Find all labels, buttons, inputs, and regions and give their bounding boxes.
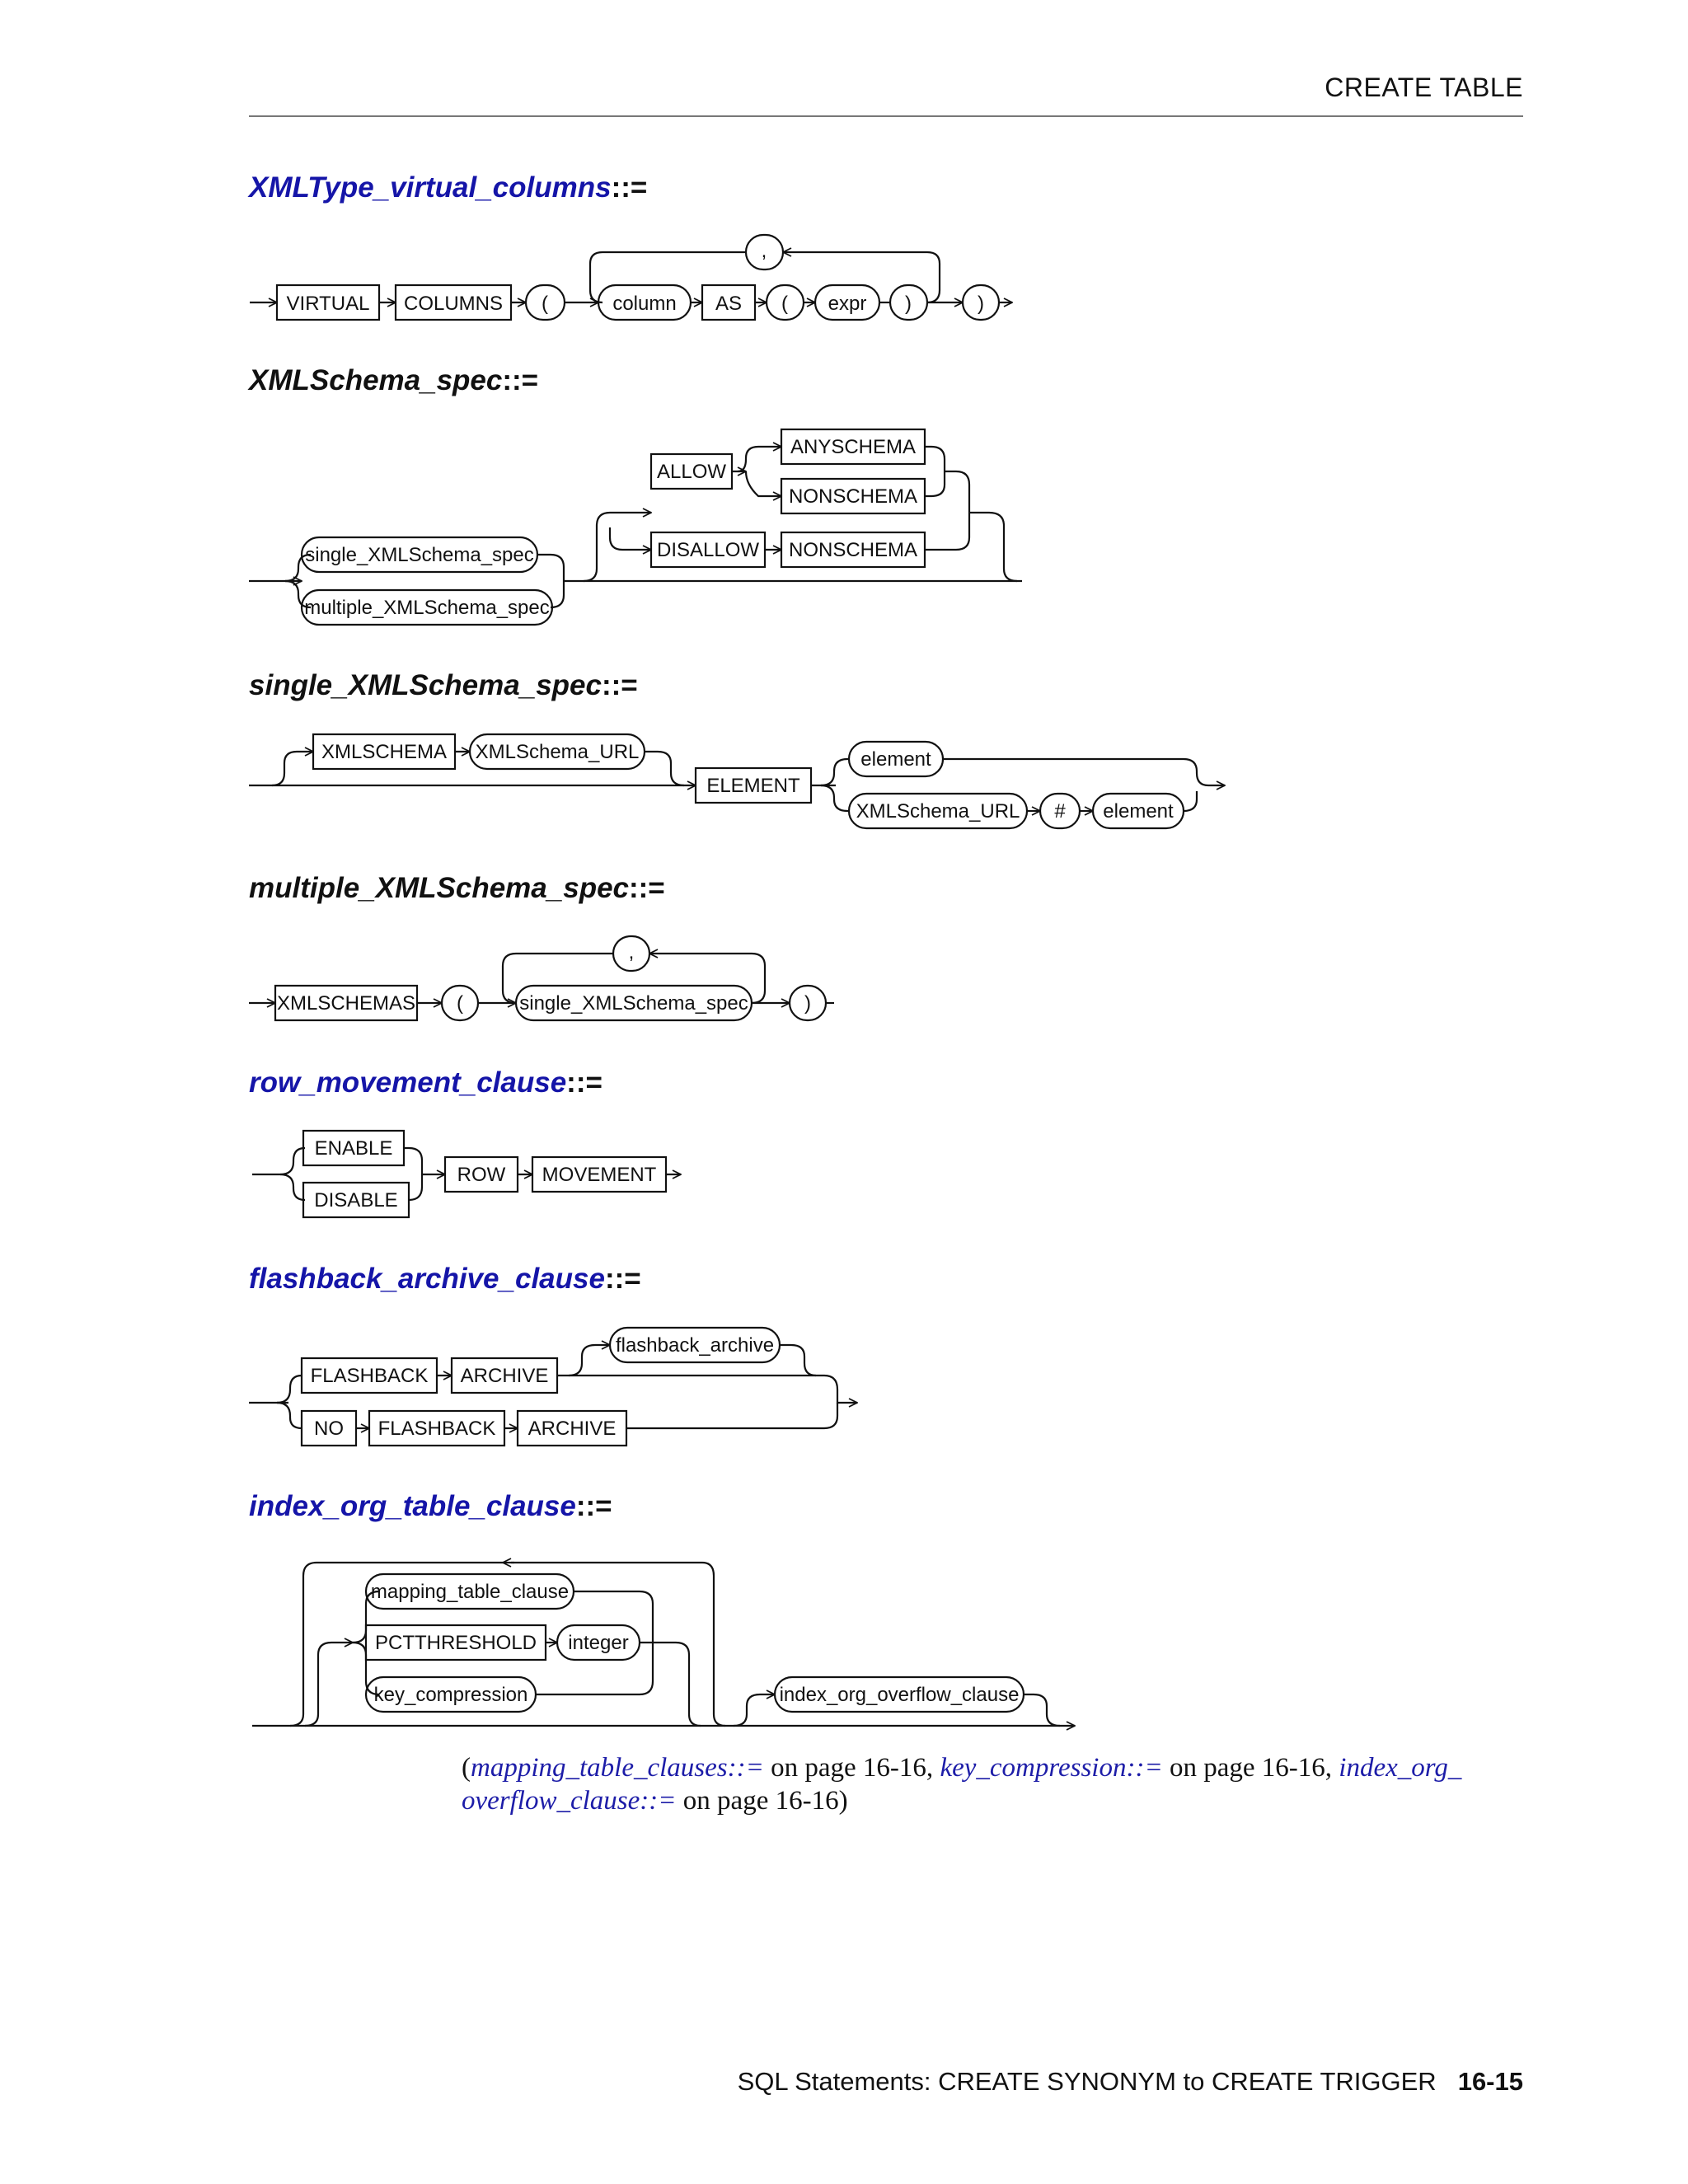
kw-virtual: VIRTUAL [287,293,370,315]
sym-rparen: ) [804,992,811,1015]
kw-as: AS [715,293,742,315]
section-name: flashback_archive_clause [249,1263,605,1295]
kw-nonschema: NONSCHEMA [789,485,917,508]
section-operator: ::= [502,364,539,396]
kw-movement: MOVEMENT [542,1164,657,1186]
link-key-compression[interactable]: key_compression::= [940,1753,1163,1783]
header-rule [249,115,1523,117]
section-operator: ::= [601,669,638,701]
diagram-flashback-archive-clause [249,1326,857,1447]
kw-pctthreshold: PCTTHRESHOLD [375,1632,537,1654]
kw-flashback: FLASHBACK [311,1365,429,1387]
nt-element: element [860,748,931,771]
nt-column: column [612,293,676,315]
nt-xmlschema-url: XMLSchema_URL [856,800,1020,823]
kw-columns: COLUMNS [404,293,503,315]
nt-flashback-archive: flashback_archive [616,1334,774,1357]
sym-lparen: ( [542,293,548,315]
diagram-index-org-table-clause [252,1563,1075,1726]
nt-single-xmlschema-spec: single_XMLSchema_spec [519,992,748,1015]
kw-anyschema: ANYSCHEMA [790,436,916,458]
kw-row: ROW [457,1164,506,1186]
note-paren: ( [462,1753,471,1783]
section-operator: ::= [611,171,648,204]
section-title-flashback-archive-clause: flashback_archive_clause::= [249,1263,641,1296]
kw-element: ELEMENT [706,775,800,797]
nt-integer: integer [568,1632,628,1654]
section-title-multiple-xmlschema-spec: multiple_XMLSchema_spec::= [249,872,665,905]
nt-expr: expr [828,293,867,315]
kw-archive: ARCHIVE [528,1418,617,1440]
kw-disable: DISABLE [314,1189,397,1212]
note-text: on page 16-16, [1162,1753,1339,1783]
note-text: on page 16-16, [763,1753,940,1783]
diagram-single-xmlschema-spec [249,733,1225,830]
section-name: single_XMLSchema_spec [249,669,602,701]
section-title-row-movement-clause: row_movement_clause::= [249,1066,603,1099]
sym-lparen: ( [781,293,788,315]
kw-disallow: DISALLOW [657,539,759,561]
kw-no: NO [314,1418,344,1440]
nt-element: element [1103,800,1174,823]
sym-rparen: ) [905,293,912,315]
nt-single-xmlschema-spec: single_XMLSchema_spec [305,544,534,566]
section-title-index-org-table-clause: index_org_table_clause::= [249,1490,612,1523]
section-name: multiple_XMLSchema_spec [249,872,629,904]
kw-allow: ALLOW [657,461,726,483]
section-title-xmlschema-spec: XMLSchema_spec::= [249,364,538,397]
section-operator: ::= [566,1066,603,1099]
running-header: CREATE TABLE [1325,73,1523,102]
nt-mapping-table-clause: mapping_table_clause [371,1581,569,1603]
section-name: XMLType_virtual_columns [249,171,612,204]
kw-xmlschemas: XMLSCHEMAS [277,992,415,1015]
footer-title: SQL Statements: CREATE SYNONYM to CREATE… [737,2067,1437,2096]
sym-rparen: ) [978,293,984,315]
diagram-multiple-xmlschema-spec [249,935,834,1022]
section-operator: ::= [604,1263,641,1295]
kw-xmlschema: XMLSCHEMA [321,741,447,763]
cross-reference-note: (mapping_table_clauses::= on page 16-16,… [462,1751,1533,1817]
kw-enable: ENABLE [315,1137,393,1160]
sym-lparen: ( [457,992,463,1015]
kw-nonschema: NONSCHEMA [789,539,917,561]
link-mapping-table-clauses[interactable]: mapping_table_clauses::= [471,1753,764,1783]
kw-flashback: FLASHBACK [378,1418,496,1440]
sym-comma: , [629,941,635,963]
sym-hash: # [1054,800,1066,823]
section-title-single-xmlschema-spec: single_XMLSchema_spec::= [249,669,638,702]
section-name: XMLSchema_spec [249,364,503,396]
section-name: index_org_table_clause [249,1490,576,1522]
sym-comma: , [762,240,767,262]
diagram-row-movement-clause [252,1129,681,1219]
kw-archive: ARCHIVE [461,1365,549,1387]
nt-multiple-xmlschema-spec: multiple_XMLSchema_spec [304,597,549,619]
page-number: 16-15 [1457,2067,1523,2096]
link-index-org-overflow-clause[interactable]: overflow_clause::= [462,1786,677,1816]
nt-xmlschema-url: XMLSchema_URL [476,741,640,763]
section-name: row_movement_clause [249,1066,567,1099]
section-operator: ::= [629,872,665,904]
page-footer: SQL Statements: CREATE SYNONYM to CREATE… [738,2067,1523,2097]
section-title-xmltype-virtual-columns: XMLType_virtual_columns::= [249,171,647,204]
section-operator: ::= [575,1490,612,1522]
diagram-xmlschema-spec [249,428,1022,626]
nt-key-compression: key_compression [374,1684,528,1706]
note-text: on page 16-16) [676,1786,848,1816]
diagram-xmltype-virtual-columns [250,233,1012,321]
link-index-org-overflow-clause[interactable]: index_org_ [1339,1753,1462,1783]
nt-index-org-overflow-clause: index_org_overflow_clause [780,1684,1020,1706]
